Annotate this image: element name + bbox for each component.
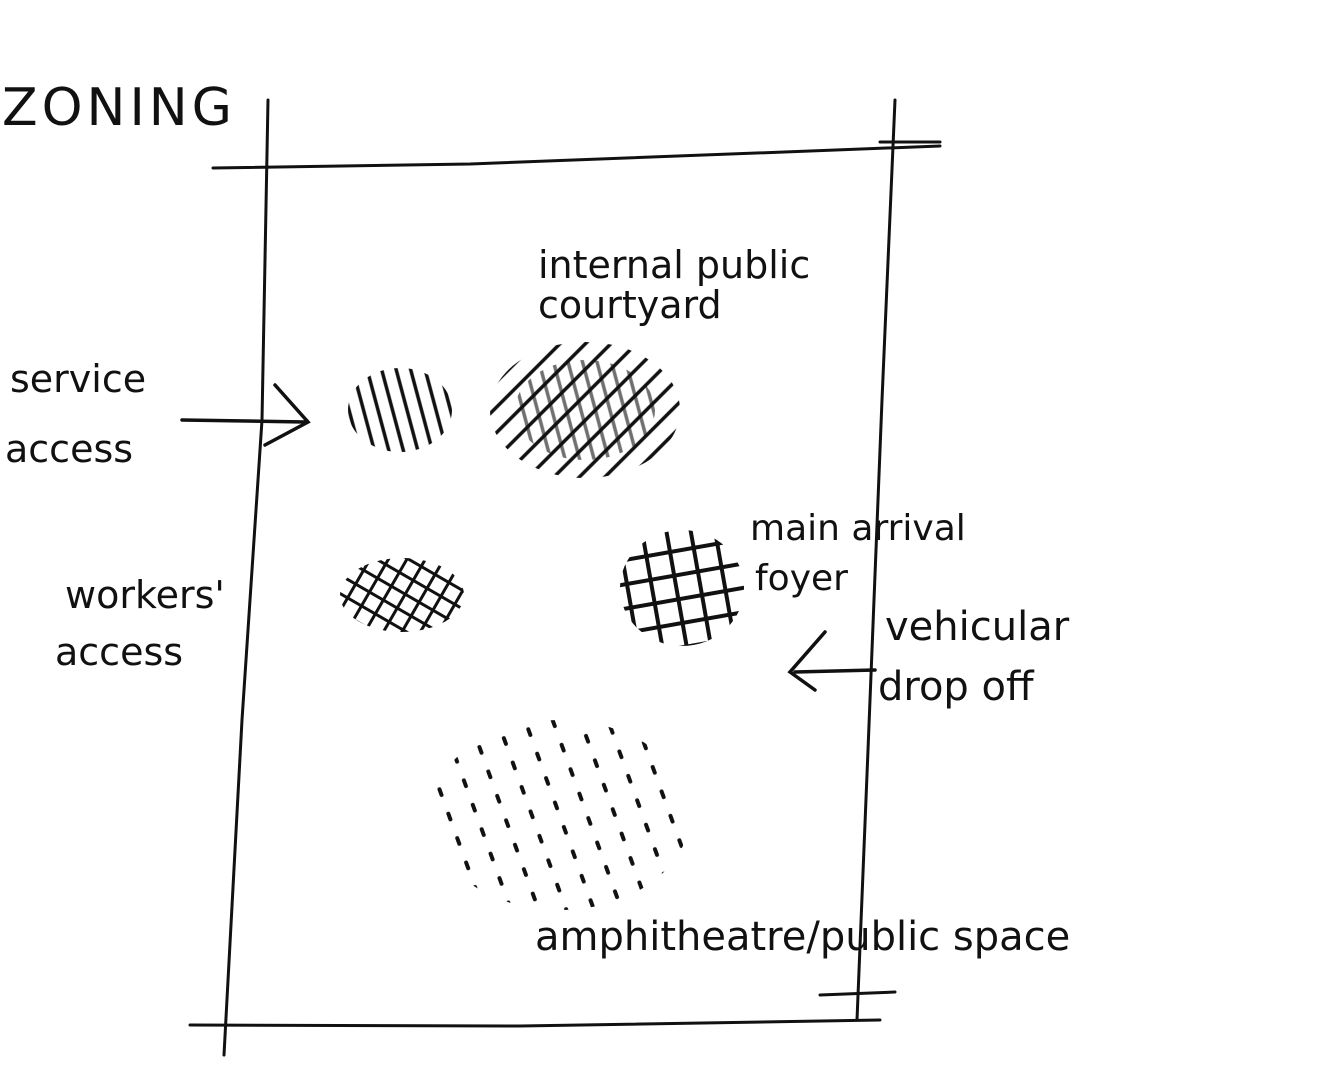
amphitheatre-label: amphitheatre/public space bbox=[535, 914, 1070, 960]
workers-label-2: access bbox=[55, 630, 183, 674]
courtyard-zone-hatch-overlay bbox=[515, 360, 655, 460]
workers-label: workers' bbox=[65, 573, 225, 617]
foyer-zone-hatch bbox=[620, 530, 744, 646]
amphitheatre-zone-hatch bbox=[430, 720, 690, 910]
foyer-label: main arrival bbox=[750, 508, 966, 549]
workers-zone-hatch bbox=[340, 558, 464, 632]
courtyard-label: internal public bbox=[538, 243, 810, 287]
service-label-2: access bbox=[5, 427, 133, 471]
courtyard-label-2: courtyard bbox=[538, 283, 722, 327]
vehicular-arrow-icon bbox=[787, 630, 877, 692]
vehicular-label: vehicular bbox=[885, 604, 1070, 650]
site-boundary bbox=[188, 98, 942, 1057]
service-zone-hatch bbox=[348, 368, 452, 452]
foyer-label-2: foyer bbox=[755, 558, 848, 599]
service-arrow-icon bbox=[180, 383, 311, 447]
diagram-title: ZONING bbox=[2, 78, 236, 138]
vehicular-label-2: drop off bbox=[878, 664, 1035, 710]
service-label: service bbox=[10, 357, 146, 401]
